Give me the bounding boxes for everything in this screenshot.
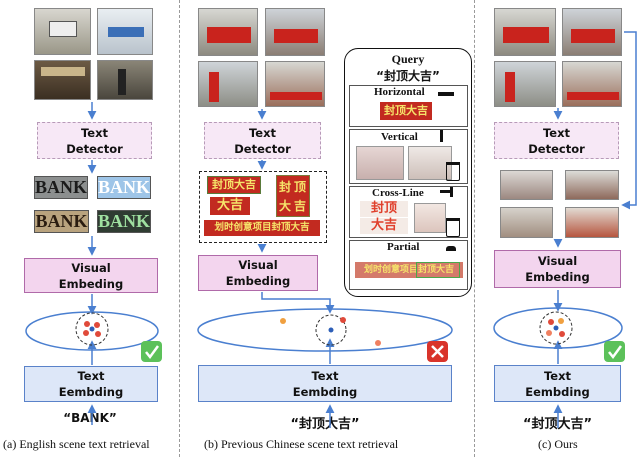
vertical-char: 吉 xyxy=(294,199,307,213)
cross-icon xyxy=(431,345,444,358)
trash-icon xyxy=(446,218,460,237)
vertical-bar-icon xyxy=(440,130,443,142)
bank-crop: BANK xyxy=(97,210,151,233)
scene-photo xyxy=(198,8,258,56)
cluster-circle xyxy=(539,311,573,345)
cluster-circle xyxy=(75,312,109,346)
embedding-space xyxy=(493,307,623,349)
bank-crop: BANK xyxy=(97,176,151,199)
embedding-space xyxy=(25,311,159,351)
cluster-circle xyxy=(315,314,347,346)
crossline-crop-top: 封顶 xyxy=(360,201,408,217)
text-detector-box: Text Detector xyxy=(494,122,619,159)
embedding-dot xyxy=(559,331,565,337)
scene-photo xyxy=(562,8,622,56)
scene-photo xyxy=(494,8,556,56)
region-crop xyxy=(500,207,553,238)
detected-crops-group xyxy=(199,171,327,243)
scene-photo xyxy=(494,61,556,107)
crop-long: 划时创意项目封顶大吉 xyxy=(204,220,320,236)
bank-crop: BANK xyxy=(34,210,89,233)
vertical-char: 大 xyxy=(279,199,292,213)
popup-crossline-section xyxy=(349,186,468,238)
scene-photo xyxy=(97,8,153,55)
scene-photo xyxy=(562,61,622,107)
popup-vertical-section xyxy=(349,129,468,184)
scene-photo xyxy=(34,60,91,100)
crossline-icon xyxy=(450,187,453,197)
vertical-char: 封 xyxy=(279,180,292,194)
query-text: “BANK” xyxy=(63,411,117,425)
separator-right xyxy=(474,0,475,457)
horizontal-bar-icon xyxy=(438,92,454,96)
embedding-dot xyxy=(84,321,90,327)
embedding-dot xyxy=(340,317,346,323)
scene-photo xyxy=(34,8,91,55)
region-crop xyxy=(565,170,619,200)
crop-small: 大吉 xyxy=(210,197,250,215)
partial-highlight xyxy=(416,262,460,278)
check-icon xyxy=(145,345,160,360)
embedding-dot xyxy=(94,322,100,328)
text-detector-box: Text Detector xyxy=(37,122,152,159)
query-dot xyxy=(553,325,559,331)
partial-crop: 划时创意项目封顶大吉 xyxy=(355,262,463,278)
crossline-crop-image xyxy=(414,203,446,233)
trash-icon xyxy=(446,162,460,181)
flow-arrow xyxy=(261,292,335,314)
partial-icon xyxy=(446,246,456,251)
text-detector-box: Text Detector xyxy=(204,122,321,159)
partial-label: Partial xyxy=(387,241,420,253)
caption-a: (a) English scene text retrieval xyxy=(3,437,150,451)
text-embedding-box: Text Eembding xyxy=(198,365,452,402)
caption-b: (b) Previous Chinese scene text retrieva… xyxy=(204,437,399,451)
separator-left xyxy=(179,0,180,457)
vertical-char: 顶 xyxy=(294,180,307,194)
bank-crop: BANK xyxy=(34,176,88,199)
crop-horizontal: 封顶大吉 xyxy=(207,176,261,194)
check-icon xyxy=(608,345,623,360)
region-crop xyxy=(500,170,553,200)
visual-embedding-box: Visual Embeding xyxy=(198,255,318,291)
query-text: “封顶大吉” xyxy=(290,417,360,432)
query-dot xyxy=(89,326,95,332)
embedding-space xyxy=(197,308,453,352)
embedding-dot xyxy=(83,330,89,336)
scene-photo xyxy=(198,61,258,107)
crossline-label: Cross-Line xyxy=(372,187,424,199)
vertical-crop-image xyxy=(356,146,404,180)
query-dot xyxy=(328,327,334,333)
popup-query: “封顶大吉” xyxy=(376,69,440,83)
crossline-crop-bottom: 大吉 xyxy=(360,218,408,234)
text-embedding-box: Text Eembding xyxy=(24,366,158,402)
visual-embedding-box: Visual Embeding xyxy=(24,258,158,293)
horizontal-crop: 封顶大吉 xyxy=(380,102,432,120)
popup-title: Query xyxy=(391,52,425,66)
flow-arrow xyxy=(621,31,637,210)
embedding-dot xyxy=(375,340,381,346)
crop-vertical: 封 顶 大 吉 xyxy=(276,175,310,217)
crossline-icon xyxy=(440,190,450,193)
embedding-dot xyxy=(546,330,552,336)
vertical-crop-image xyxy=(408,146,452,180)
caption-c: (c) Ours xyxy=(538,437,578,451)
text-embedding-box: Text Eembding xyxy=(494,365,621,402)
horizontal-label: Horizontal xyxy=(374,86,425,98)
embedding-dot xyxy=(558,318,564,324)
embedding-dot xyxy=(548,319,554,325)
check-badge xyxy=(604,341,625,362)
visual-embedding-box: Visual Embeding xyxy=(494,250,621,288)
scene-photo xyxy=(97,60,153,100)
embedding-dot xyxy=(95,331,101,337)
popup-horizontal-section xyxy=(349,85,468,127)
check-badge xyxy=(141,341,162,362)
vertical-label: Vertical xyxy=(381,131,418,143)
scene-photo xyxy=(265,61,325,107)
scene-photo xyxy=(265,8,325,56)
popup-partial-section xyxy=(349,240,468,290)
region-crop xyxy=(565,207,619,238)
embedding-dot xyxy=(280,318,286,324)
